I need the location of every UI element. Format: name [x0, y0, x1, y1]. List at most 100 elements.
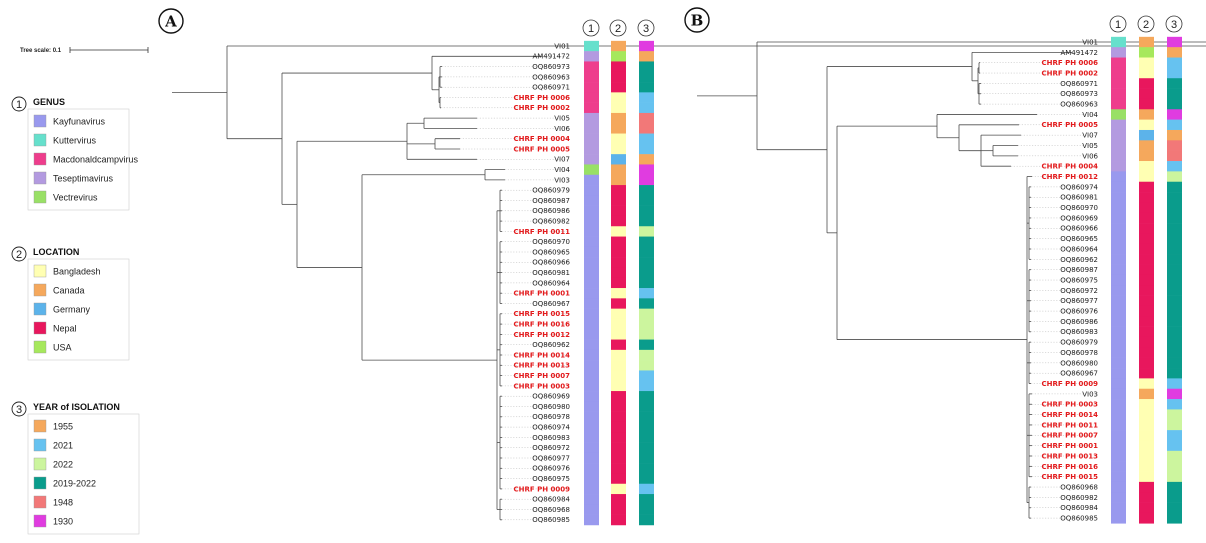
strip-cell-genus: [584, 298, 599, 309]
strip-cell-genus: [1111, 223, 1126, 234]
strip-cell-year: [639, 92, 654, 103]
leaf-label: OQ860978: [532, 413, 570, 421]
strip-cell-year: [1167, 192, 1182, 203]
strip-cell-genus: [584, 514, 599, 526]
legend-swatch: [33, 283, 47, 297]
strip-cell-year: [1167, 140, 1182, 151]
strip-cell-location: [611, 421, 626, 433]
strip-cell-genus: [584, 185, 599, 196]
strip-cell-location: [611, 349, 626, 361]
leaf-label: OQ860984: [532, 496, 570, 504]
strip-cell-location: [1139, 223, 1154, 234]
strip-cell-location: [611, 380, 626, 392]
legend-box: [27, 108, 130, 211]
strip-cell-location: [1139, 119, 1154, 131]
panel-b-label: B: [691, 12, 704, 30]
strip-cell-year: [1167, 181, 1182, 193]
leaf-label: OQ860971: [532, 84, 570, 92]
strip-cell-genus: [1111, 264, 1126, 276]
legend-entry-label: Nepal: [53, 324, 77, 334]
strip-cell-location: [1139, 471, 1154, 483]
leaf-label: OQ860985: [1060, 515, 1098, 523]
strip-cell-genus: [584, 401, 599, 412]
strip-cell-genus: [584, 92, 599, 103]
strip-cell-year: [639, 401, 654, 412]
strip-header-genus: 1: [588, 23, 594, 35]
strip-cell-year: [1167, 326, 1182, 338]
leaf-label: VI03: [1082, 390, 1098, 398]
strip-cell-genus: [1111, 492, 1126, 503]
legend-number-badge: [11, 96, 27, 112]
strip-cell-location: [1139, 419, 1154, 431]
strip-cell-year: [1167, 98, 1182, 110]
leaf-label: VI06: [1082, 152, 1098, 160]
leaf-label: CHRF PH 0001: [513, 290, 570, 298]
strip-cell-year: [639, 123, 654, 134]
leaf-label: OQ860967: [532, 300, 570, 308]
strip-cell-year: [1167, 399, 1182, 410]
leaf-label: CHRF PH 0002: [513, 104, 570, 112]
strip-cell-location: [1139, 316, 1154, 327]
strip-cell-genus: [1111, 336, 1126, 348]
strip-cell-location: [611, 432, 626, 443]
strip-header-year: 3: [1171, 19, 1177, 31]
strip-cell-genus: [584, 195, 599, 206]
strip-cell-location: [611, 185, 626, 196]
strip-cell-year: [1167, 471, 1182, 483]
strip-cell-year: [1167, 47, 1182, 58]
leaf-label: OQ860980: [1060, 359, 1098, 367]
strip-cell-location: [1139, 67, 1154, 79]
strip-cell-genus: [1111, 78, 1126, 89]
strip-cell-year: [639, 380, 654, 392]
strip-cell-year: [639, 288, 654, 299]
strip-cell-year: [1167, 430, 1182, 441]
strip-cell-genus: [1111, 181, 1126, 193]
strip-cell-year: [639, 483, 654, 495]
leaf-label: OQ860981: [532, 269, 570, 277]
strip-cell-year: [639, 370, 654, 382]
strip-cell-genus: [1111, 161, 1126, 172]
strip-cell-location: [611, 277, 626, 289]
leaf-label: OQ860986: [532, 207, 570, 215]
strip-cell-genus: [584, 112, 599, 124]
leaf-label: OQ860982: [532, 218, 570, 226]
strip-cell-location: [1139, 98, 1154, 110]
strip-cell-genus: [584, 442, 599, 454]
leaf-label: CHRF PH 0012: [1041, 173, 1098, 181]
strip-cell-location: [611, 205, 626, 217]
strip-cell-year: [639, 452, 654, 464]
legend-entry-label: Kayfunavirus: [53, 117, 106, 127]
strip-cell-genus: [584, 483, 599, 495]
strip-cell-genus: [1111, 98, 1126, 110]
leaf-label: OQ860978: [1060, 349, 1098, 357]
strip-cell-year: [1167, 357, 1182, 369]
strip-cell-location: [1139, 326, 1154, 338]
strip-cell-genus: [1111, 129, 1126, 141]
leaf-label: OQ860968: [1060, 483, 1098, 491]
leaf-label: OQ860964: [1060, 245, 1098, 253]
strip-cell-year: [639, 51, 654, 62]
strip-cell-genus: [584, 257, 599, 268]
legend-title: LOCATION: [33, 247, 79, 257]
strip-cell-location: [1139, 274, 1154, 286]
strip-cell-location: [611, 82, 626, 93]
strip-cell-year: [1167, 295, 1182, 307]
strip-cell-location: [611, 257, 626, 268]
strip-cell-genus: [584, 71, 599, 83]
leaf-label: OQ860962: [1060, 256, 1098, 264]
legend-number-badge: [11, 246, 27, 262]
leaf-label: CHRF PH 0013: [1041, 452, 1098, 460]
strip-cell-genus: [584, 154, 599, 165]
legend-swatch: [33, 340, 47, 354]
strip-cell-location: [1139, 140, 1154, 151]
strip-cell-genus: [1111, 295, 1126, 307]
strip-cell-genus: [1111, 461, 1126, 472]
strip-cell-location: [1139, 336, 1154, 348]
strip-cell-year: [1167, 223, 1182, 234]
strip-cell-genus: [1111, 274, 1126, 286]
strip-cell-genus: [1111, 357, 1126, 369]
strip-cell-genus: [584, 411, 599, 423]
strip-cell-year: [639, 112, 654, 124]
